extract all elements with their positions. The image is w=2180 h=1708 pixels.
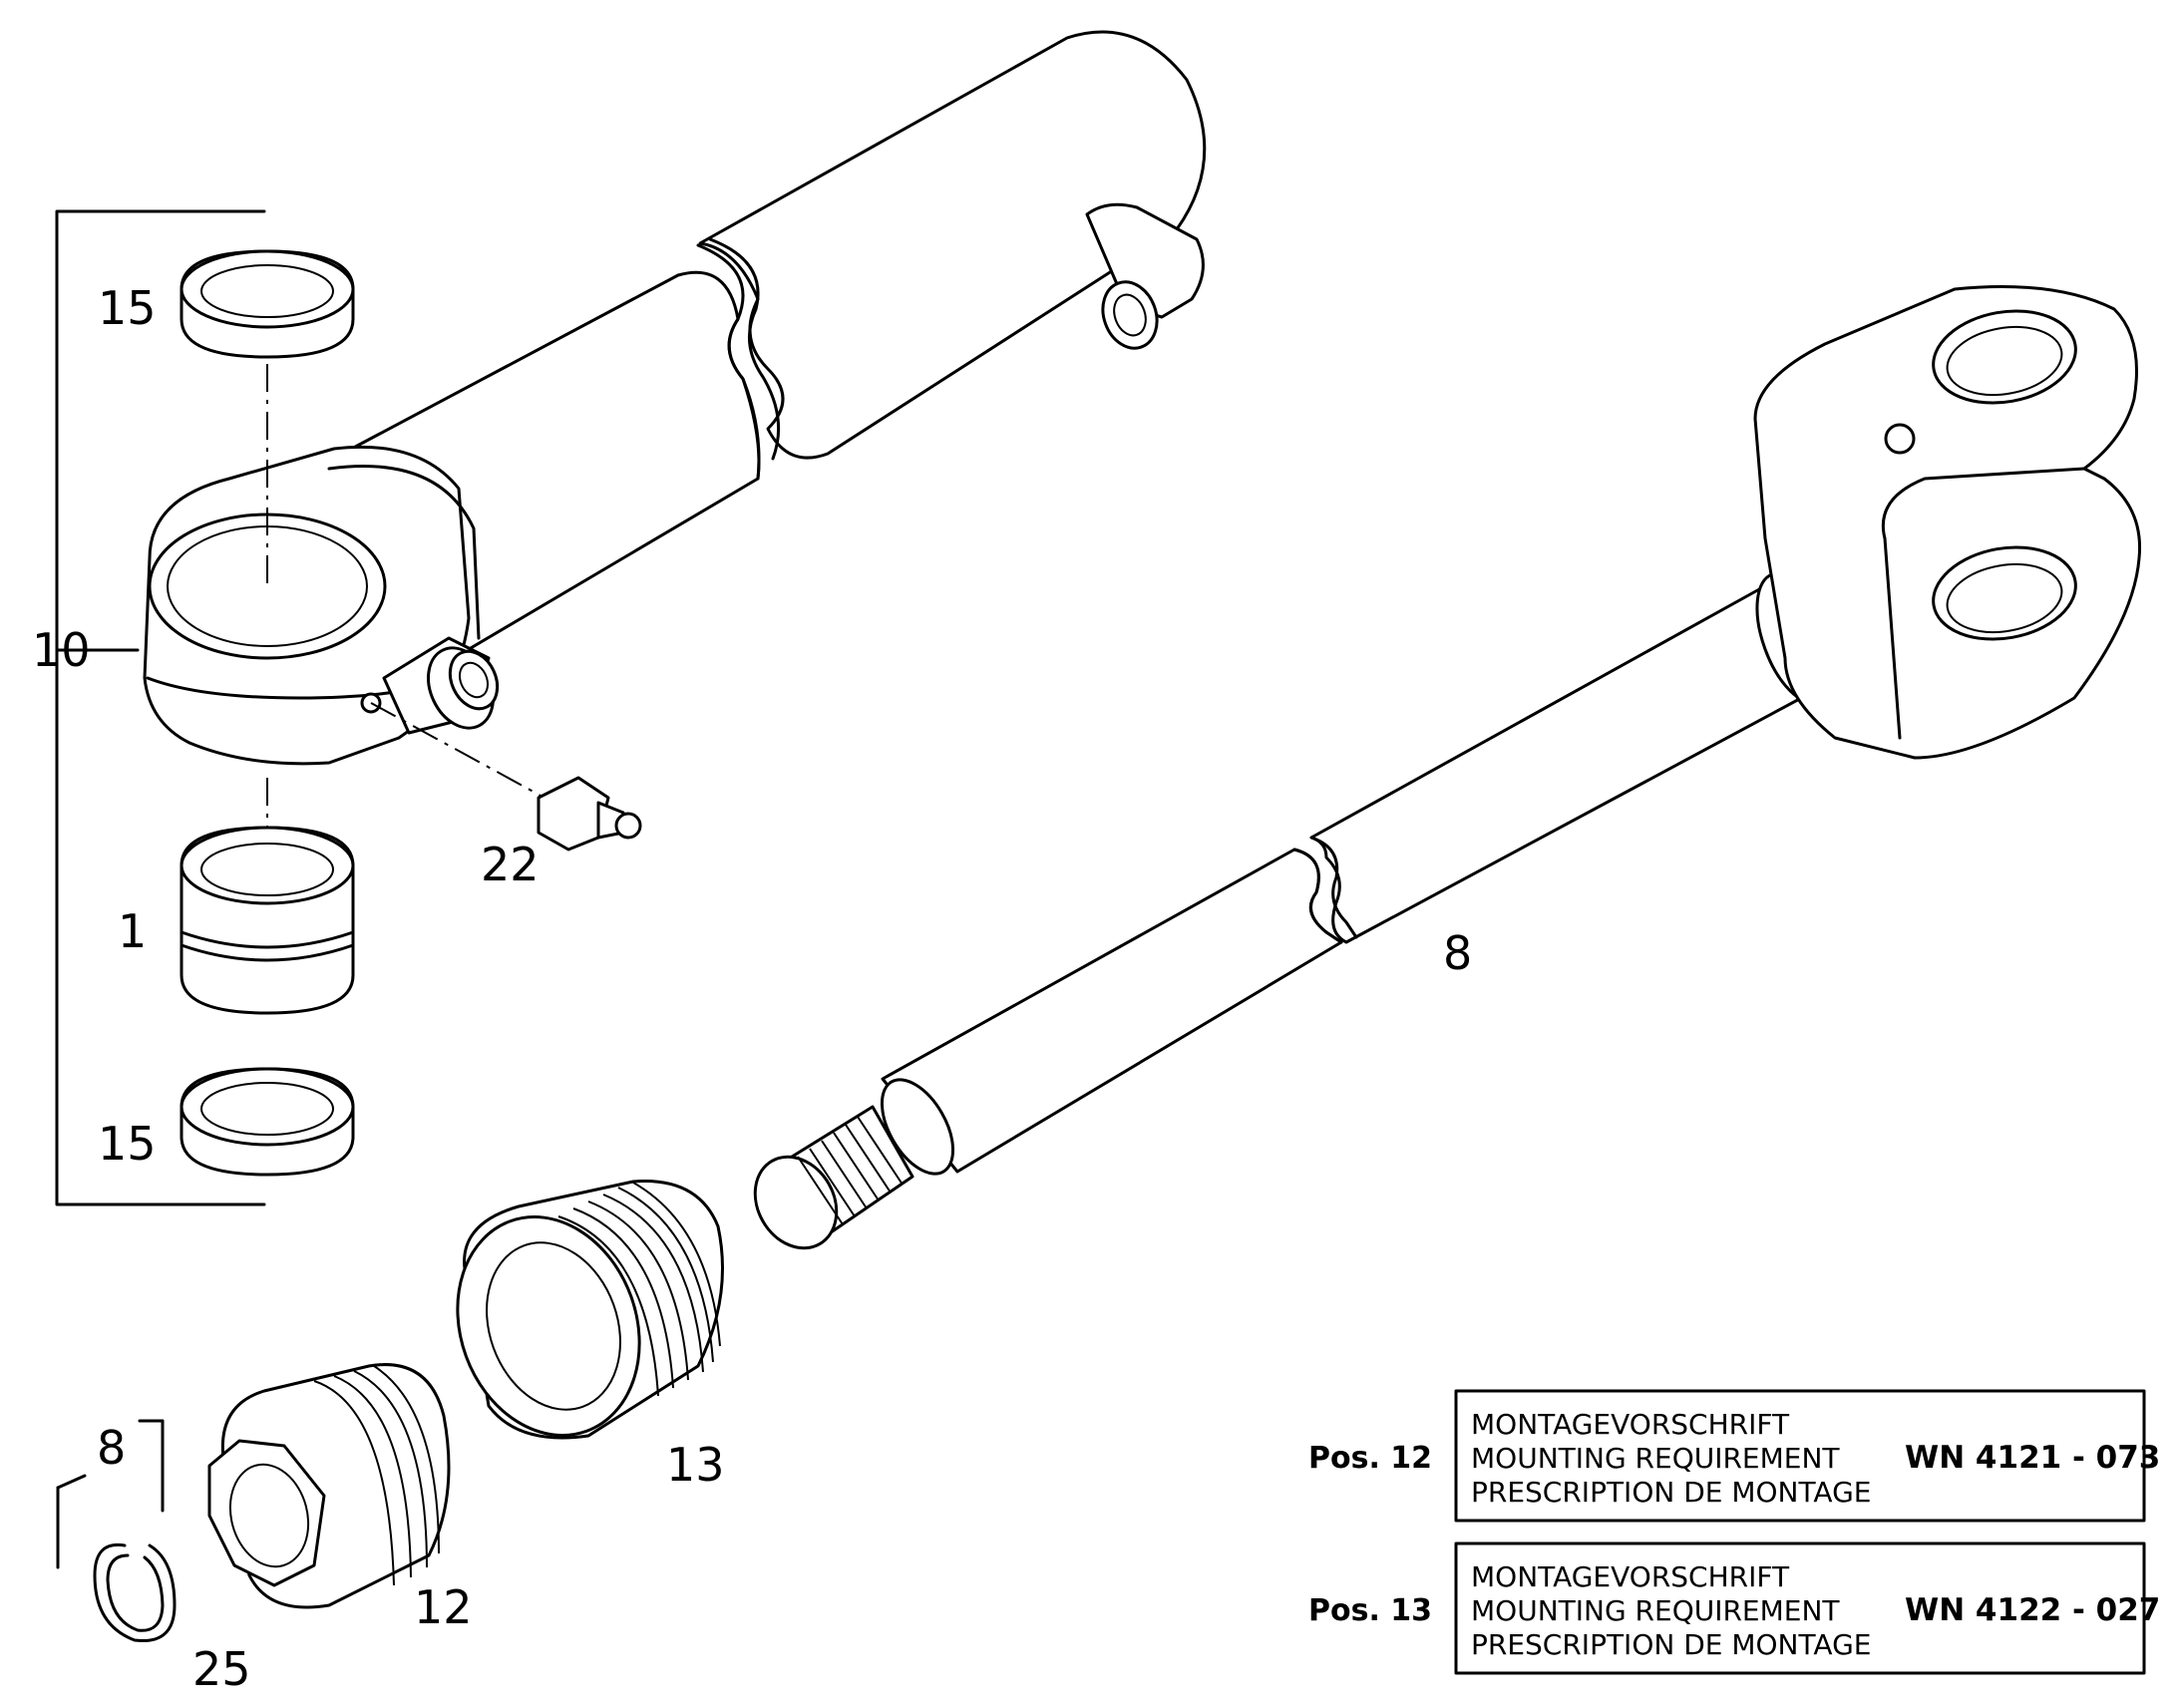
circlip xyxy=(56,1419,177,1643)
note-pos-label: Pos. 13 xyxy=(1308,1593,1432,1628)
note-line-fr: PRESCRIPTION DE MONTAGE xyxy=(1471,1476,1871,1509)
callout-15-upper: 15 xyxy=(98,281,157,335)
callout-10: 10 xyxy=(32,623,91,677)
note-box xyxy=(1454,1541,2146,1675)
note-line-en: MOUNTING REQUIREMENT xyxy=(1471,1442,1840,1475)
note-line-fr: PRESCRIPTION DE MONTAGE xyxy=(1471,1628,1871,1661)
note-pos-label: Pos. 12 xyxy=(1308,1441,1432,1476)
cylinder-head-eye xyxy=(143,445,500,766)
group-bracket-10 xyxy=(55,209,266,1206)
guide-bushing xyxy=(456,1180,724,1440)
seal-ring-upper xyxy=(180,249,355,359)
note-standard-ref: WN 4121 - 073 xyxy=(1905,1440,2160,1476)
bushing xyxy=(180,826,355,1015)
callout-8-rod: 8 xyxy=(1443,926,1472,980)
note-box xyxy=(1454,1389,2146,1523)
seal-ring-lower xyxy=(180,1067,355,1177)
callout-12: 12 xyxy=(414,1580,473,1634)
piston xyxy=(207,1363,451,1609)
note-pos-13: Pos. 13 MONTAGEVORSCHRIFT MOUNTING REQUI… xyxy=(1308,1541,2160,1675)
note-line-en: MOUNTING REQUIREMENT xyxy=(1471,1594,1840,1627)
callout-1: 1 xyxy=(118,904,147,958)
callout-13: 13 xyxy=(666,1438,725,1492)
note-line-de: MONTAGEVORSCHRIFT xyxy=(1471,1560,1790,1593)
piston-rod xyxy=(753,285,2142,1250)
grease-nipple xyxy=(537,776,642,852)
callout-8-circlip: 8 xyxy=(97,1421,126,1475)
note-pos-12: Pos. 12 MONTAGEVORSCHRIFT MOUNTING REQUI… xyxy=(1308,1389,2160,1523)
callout-15-lower: 15 xyxy=(98,1117,157,1171)
centerline-grease xyxy=(370,702,554,804)
note-standard-ref: WN 4122 - 027 xyxy=(1905,1592,2160,1628)
note-line-de: MONTAGEVORSCHRIFT xyxy=(1471,1408,1790,1441)
callout-22: 22 xyxy=(481,838,540,891)
callout-25: 25 xyxy=(192,1642,251,1696)
